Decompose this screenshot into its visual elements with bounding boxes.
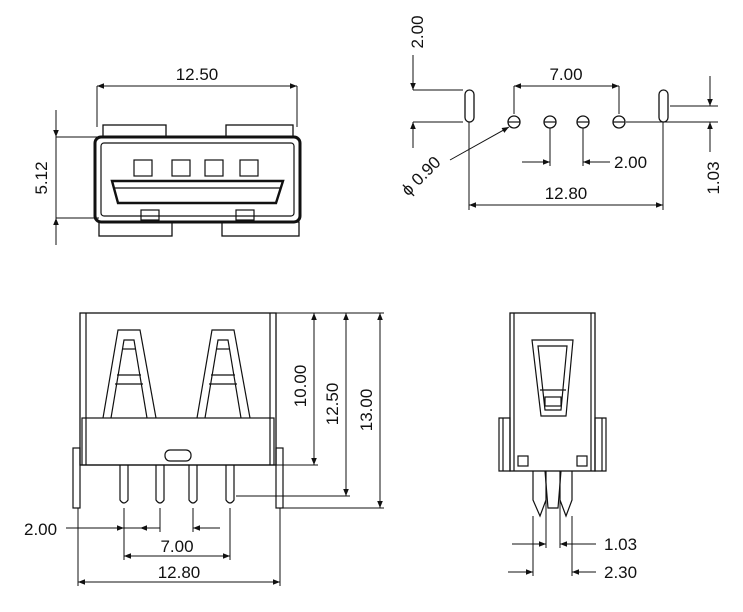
top-view-height-label: 5.12 xyxy=(32,161,51,194)
side-pin-offset-label: 1.03 xyxy=(604,535,637,554)
side-view: 1.03 2.30 xyxy=(498,312,637,582)
front-view: 10.00 12.50 13.00 2.00 7.00 12.80 xyxy=(24,312,384,586)
front-height-13-label: 13.00 xyxy=(357,389,376,432)
front-height-12-label: 12.50 xyxy=(323,383,342,426)
footprint-pin-pitch-label: 2.00 xyxy=(614,153,647,172)
footprint-slot-offset-label: 1.03 xyxy=(704,161,723,194)
front-pitch-label: 2.00 xyxy=(24,520,57,539)
top-view: 12.50 5.12 xyxy=(32,65,302,245)
footprint-hole-diameter-label: ϕ 0.90 xyxy=(398,153,445,200)
side-leg-spacing-label: 2.30 xyxy=(604,563,637,582)
footprint-overall-width-label: 12.80 xyxy=(545,184,588,203)
pcb-footprint: 2.00 7.00 2.00 12.80 1.03 ϕ 0.90 xyxy=(398,15,723,210)
front-overall-label: 12.80 xyxy=(158,563,201,582)
footprint-pin-span-label: 7.00 xyxy=(549,65,582,84)
footprint-vertical-offset-label: 2.00 xyxy=(408,15,427,48)
front-span-label: 7.00 xyxy=(160,537,193,556)
front-height-10-label: 10.00 xyxy=(291,365,310,408)
top-view-width-label: 12.50 xyxy=(176,65,219,84)
